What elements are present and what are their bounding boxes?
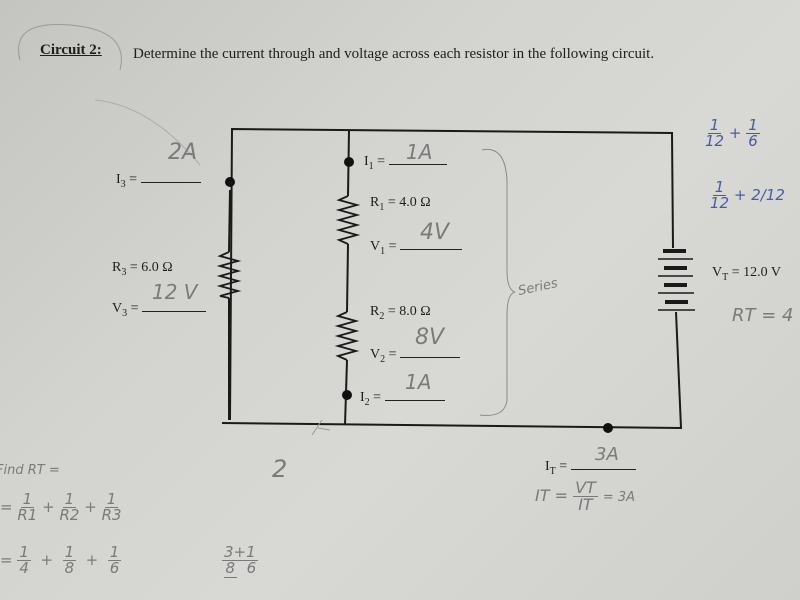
v1-label: V1 = — [370, 235, 463, 257]
junction-it — [603, 423, 613, 433]
i1-answer[interactable]: 1A — [406, 140, 433, 164]
v2-answer[interactable]: 8V — [415, 325, 445, 350]
battery-icon — [658, 249, 695, 311]
it-answer[interactable]: 3A — [595, 444, 619, 465]
series-brace — [479, 148, 516, 416]
pencil-mark: 2 — [272, 455, 288, 483]
vt-label: VT = 12.0 V — [712, 265, 781, 283]
circuit-title: Circuit 2: — [40, 42, 102, 58]
r2-label: R2 = 8.0 Ω — [370, 304, 431, 322]
i3-label: I3 = — [116, 168, 201, 190]
resistor-r1 — [335, 195, 361, 245]
r1-label: R1 = 4.0 Ω — [370, 195, 431, 213]
it-label: IT = — [545, 455, 636, 477]
v2-label: V2 = — [370, 343, 461, 365]
junction-i1 — [344, 157, 354, 167]
junction-i2 — [342, 390, 352, 400]
junction-i3 — [225, 177, 235, 187]
find-rt-note: Find RT = — [0, 463, 60, 478]
resistor-r2 — [334, 311, 360, 361]
wire-right-bottom — [221, 311, 683, 430]
rt-note: RT = 4 — [732, 305, 794, 326]
v3-answer[interactable]: 12 V — [152, 280, 198, 304]
i1-label: I1 = — [364, 150, 447, 172]
instruction-text: Determine the current through and voltag… — [133, 46, 655, 62]
wire-top — [229, 127, 674, 421]
v1-answer[interactable]: 4V — [420, 220, 450, 245]
i3-answer[interactable]: 2A — [168, 140, 198, 165]
r3-label: R3 = 6.0 Ω — [112, 260, 173, 278]
v3-label: V3 = — [112, 297, 207, 319]
i2-answer[interactable]: 1A — [405, 370, 432, 394]
i2-label: I2 = — [360, 386, 445, 408]
resistor-r3 — [216, 251, 242, 299]
